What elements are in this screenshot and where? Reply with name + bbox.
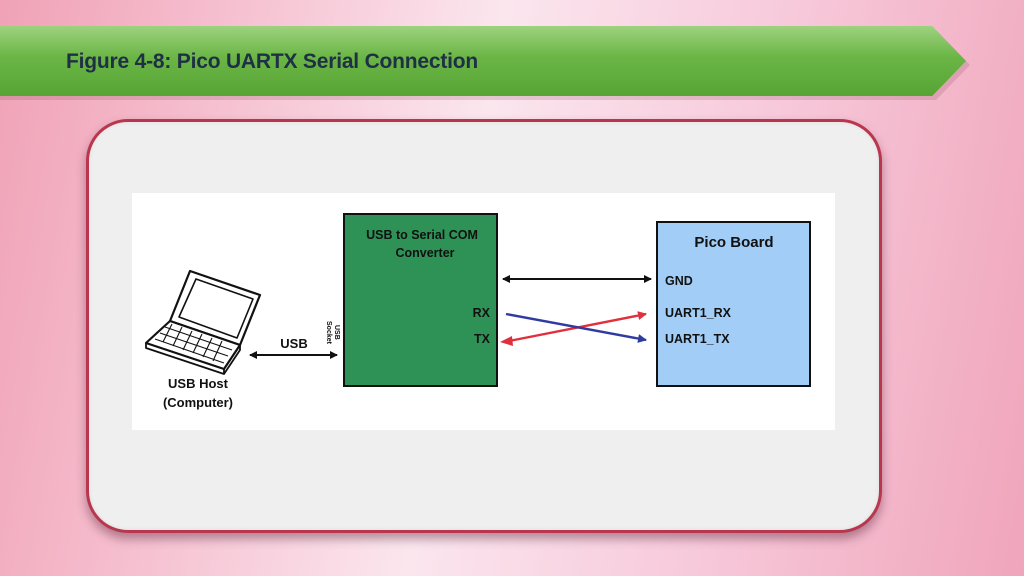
- converter-tx-label: TX: [474, 332, 491, 346]
- laptop-icon: [144, 269, 262, 375]
- usb-label: USB: [280, 336, 307, 351]
- uart1-tx-to-rx-arrow: [505, 312, 647, 343]
- pico-rx-label: UART1_RX: [665, 306, 732, 320]
- host-label-line2: (Computer): [163, 395, 233, 410]
- diagram-canvas: USB Host (Computer) USB USB Socket USB t…: [144, 213, 811, 410]
- connection-diagram: USB Host (Computer) USB USB Socket USB t…: [132, 193, 835, 430]
- slide-title: Figure 4-8: Pico UARTX Serial Connection: [66, 50, 479, 73]
- pico-board-title: Pico Board: [694, 234, 773, 251]
- converter-title-line2: Converter: [395, 246, 454, 260]
- tx-arrowhead: [500, 336, 513, 346]
- socket-label-line1: USB: [333, 325, 340, 340]
- pico-gnd-label: GND: [665, 274, 693, 288]
- pico-board-box: [656, 221, 811, 387]
- title-banner: [0, 26, 966, 96]
- converter-rx-label: RX: [473, 306, 491, 320]
- converter-title-line1: USB to Serial COM: [366, 228, 478, 242]
- host-label-line1: USB Host: [168, 376, 229, 391]
- converter-box: [343, 213, 498, 387]
- pico-tx-label: UART1_TX: [665, 332, 730, 346]
- socket-label-line2: Socket: [325, 321, 332, 345]
